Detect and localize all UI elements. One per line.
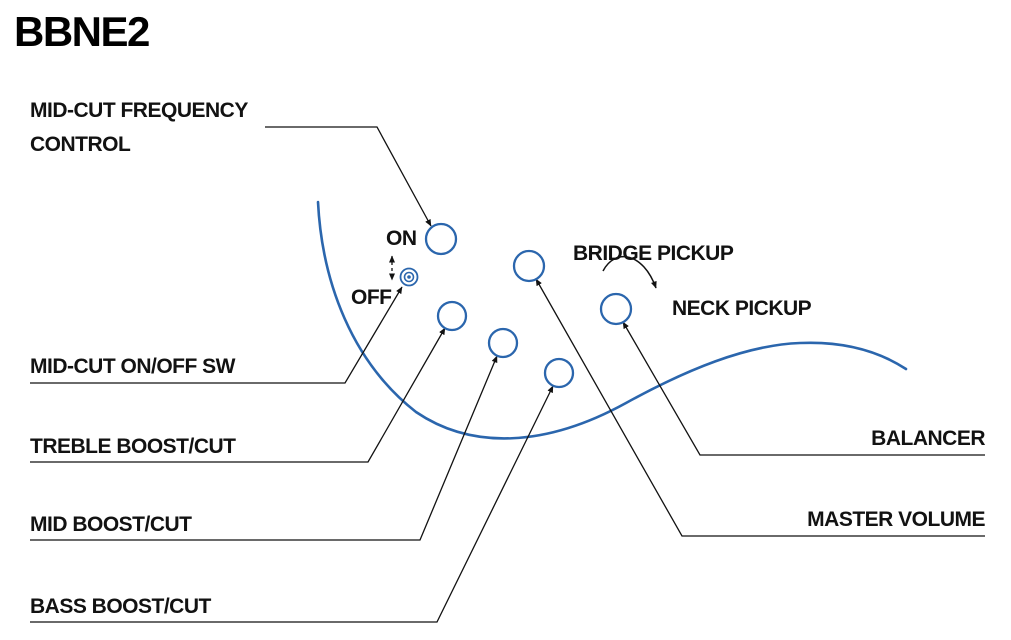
label-bass-boost-cut: BASS BOOST/CUT (30, 595, 211, 618)
label-mid-boost-cut: MID BOOST/CUT (30, 513, 192, 536)
leader-balancer (622, 321, 985, 456)
label-mid-cut-frequency-line1: MID-CUT FREQUENCY (30, 99, 248, 122)
label-mid-cut-on-off-sw: MID-CUT ON/OFF SW (30, 355, 235, 378)
mid-cut-on-off-switch-icon (399, 267, 419, 287)
leader-mid-cut-frequency (265, 126, 432, 227)
label-treble-boost-cut: TREBLE BOOST/CUT (30, 435, 236, 458)
label-master-volume: MASTER VOLUME (807, 508, 985, 531)
balancer-knob (599, 292, 633, 326)
leader-master-volume (535, 278, 985, 537)
label-balancer: BALANCER (871, 427, 985, 450)
leader-mid-cut-switch (30, 286, 403, 384)
label-neck-pickup: NECK PICKUP (672, 297, 812, 320)
treble-boost-cut-knob (436, 300, 468, 332)
leader-treble (30, 327, 446, 463)
label-mid-cut-frequency-line2: CONTROL (30, 133, 131, 156)
balancer-rotation-arrow (602, 255, 657, 289)
leader-bass (30, 385, 554, 623)
leader-mid (30, 355, 498, 541)
page-title: BBNE2 (14, 8, 150, 55)
label-off: OFF (351, 286, 392, 309)
label-bridge-pickup: BRIDGE PICKUP (573, 242, 734, 265)
bass-boost-cut-knob (543, 357, 575, 389)
mid-boost-cut-knob (487, 327, 519, 359)
master-volume-knob (512, 249, 546, 283)
label-mid-cut-frequency-control: MID-CUT FREQUENCY CONTROL (30, 94, 248, 162)
label-on: ON (386, 227, 417, 250)
bass-body-outline (316, 200, 908, 440)
mid-cut-frequency-knob (424, 222, 458, 256)
